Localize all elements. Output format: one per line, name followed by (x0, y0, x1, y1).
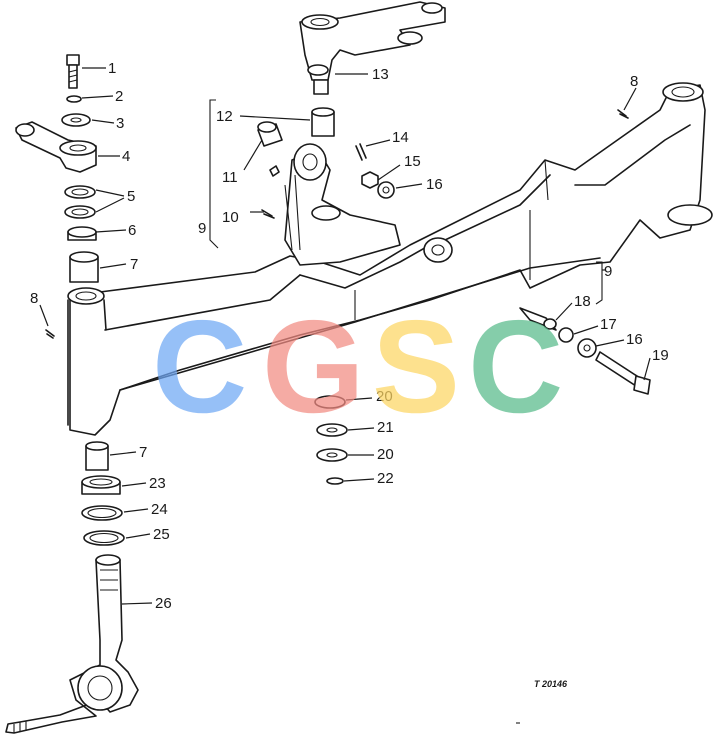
callout-6: 6 (128, 222, 136, 239)
callout-labels: 1 2 3 4 5 6 7 7 8 8 9 9 10 11 12 13 14 1… (30, 60, 669, 612)
callout-20-top: 20 (376, 388, 393, 405)
callout-4: 4 (122, 148, 130, 165)
washer-20-top (314, 395, 346, 409)
callout-20-bottom: 20 (377, 446, 394, 463)
bearing-23 (81, 475, 121, 495)
bolt-1 (66, 54, 80, 89)
shims-5 (64, 185, 96, 219)
snap-ring-22 (326, 477, 344, 485)
fitting-11 (269, 165, 280, 177)
callout-19: 19 (652, 347, 669, 364)
cotter-pin-14 (355, 143, 367, 161)
callout-23: 23 (149, 475, 166, 492)
bracket-9-right (595, 261, 603, 305)
callout-9-left: 9 (198, 220, 206, 237)
callout-22: 22 (377, 470, 394, 487)
callout-26: 26 (155, 595, 172, 612)
callout-5: 5 (127, 188, 135, 205)
watermark-letter-c1: C (152, 293, 247, 440)
seal-6 (67, 226, 97, 241)
bushing-17 (558, 327, 574, 343)
callout-15: 15 (404, 153, 421, 170)
callout-18: 18 (574, 293, 591, 310)
watermark-letter-c2: C (468, 293, 563, 440)
callout-12: 12 (216, 108, 233, 125)
washer-3 (61, 113, 91, 127)
callout-14: 14 (392, 129, 409, 146)
lock-washer-2 (66, 95, 82, 103)
bolt-19 (595, 351, 651, 395)
callout-25: 25 (153, 526, 170, 543)
callout-3: 3 (116, 115, 124, 132)
seal-25 (83, 530, 125, 546)
callout-1: 1 (108, 60, 116, 77)
callout-7-top: 7 (130, 256, 138, 273)
steering-arm-4 (15, 121, 97, 173)
callout-21: 21 (377, 419, 394, 436)
axle-beam (67, 82, 713, 436)
callout-9-right: 9 (604, 263, 612, 280)
washer-16-top (377, 181, 395, 199)
callout-24: 24 (151, 501, 168, 518)
grease-fitting-8-right (617, 109, 629, 119)
callout-16-top: 16 (426, 176, 443, 193)
callout-17: 17 (600, 316, 617, 333)
callout-10: 10 (222, 209, 239, 226)
bushing-7-bottom (85, 441, 109, 471)
watermark: C G S C (152, 293, 563, 440)
callout-2: 2 (115, 88, 123, 105)
bushing-7-top (69, 251, 99, 283)
bracket-9-left (209, 99, 219, 249)
pin-18 (519, 307, 557, 331)
washer-21 (316, 423, 348, 437)
watermark-letter-s: S (372, 293, 460, 440)
bushing-12 (257, 107, 335, 147)
leader-lines (39, 67, 651, 605)
washer-16-right (577, 338, 597, 358)
watermark-letter-g: G (262, 293, 365, 440)
grease-fitting-8-left (45, 329, 55, 339)
grease-fitting-10 (261, 209, 275, 219)
washer-20-bottom (316, 448, 348, 462)
callout-16-right: 16 (626, 331, 643, 348)
steering-arm-13 (299, 1, 446, 95)
callout-7-bottom: 7 (139, 444, 147, 461)
callout-8-right: 8 (630, 73, 638, 90)
drawing-reference-code: T 20146 (534, 679, 568, 689)
callout-11: 11 (222, 169, 238, 186)
callout-8-left: 8 (30, 290, 38, 307)
nut-15 (361, 171, 379, 189)
seal-24 (81, 505, 123, 521)
spindle-26 (5, 554, 139, 734)
callout-13: 13 (372, 66, 389, 83)
